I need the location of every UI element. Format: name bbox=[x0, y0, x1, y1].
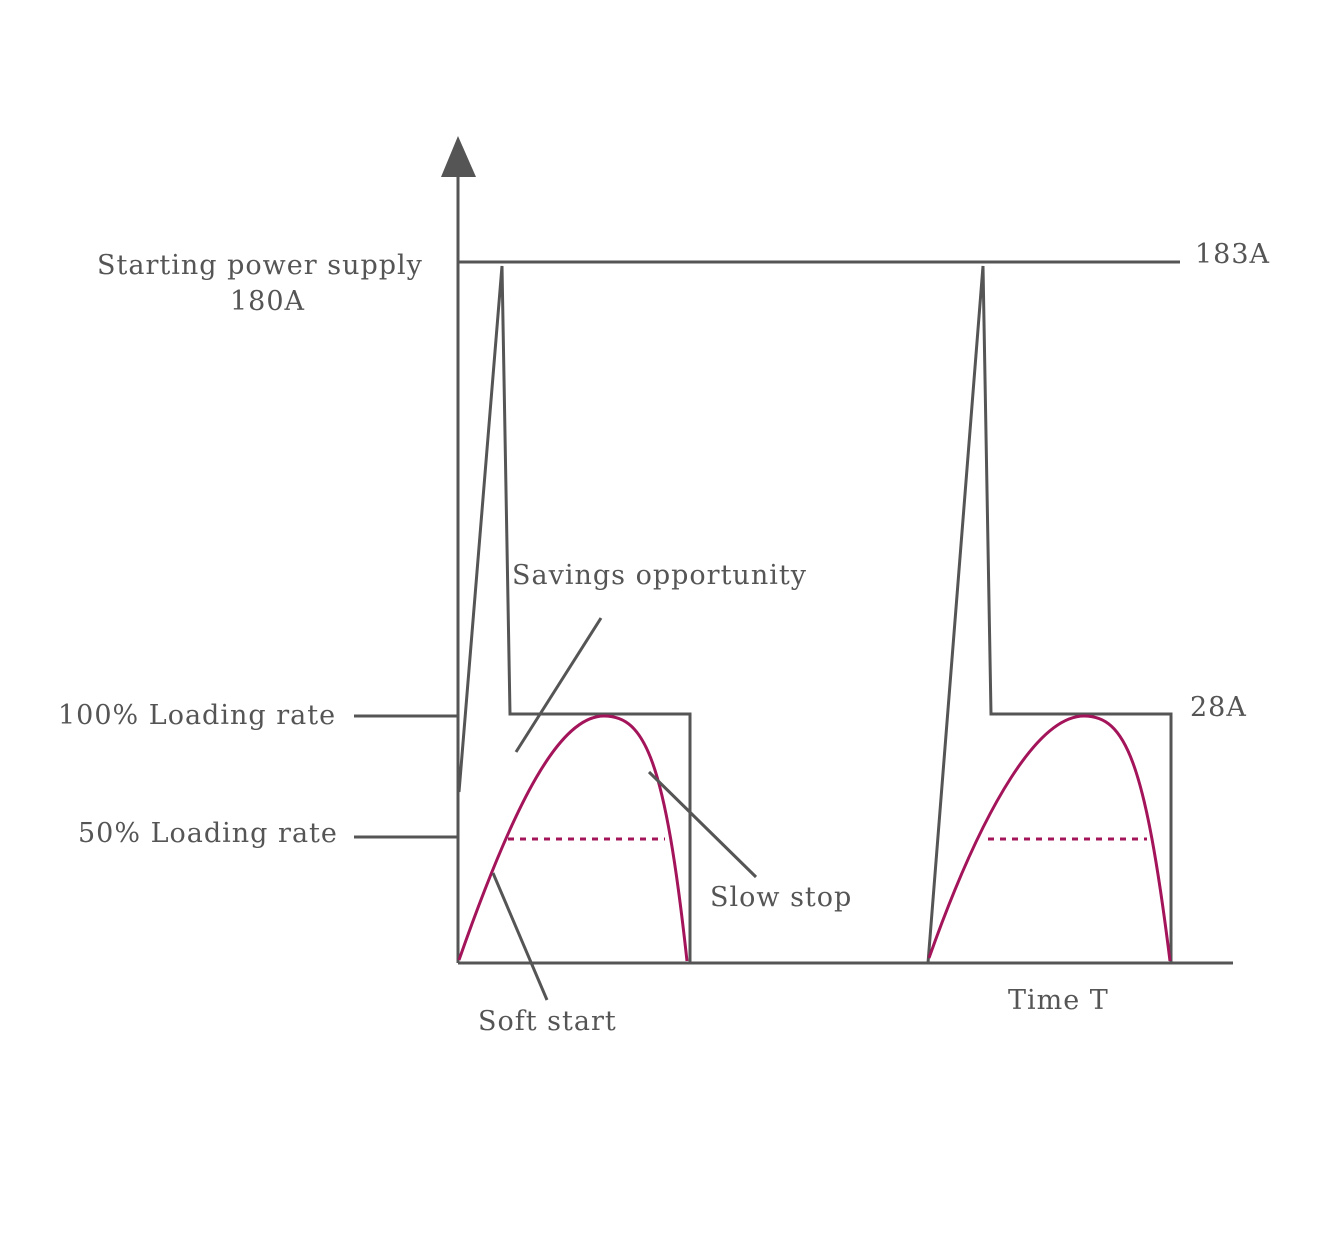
slow-stop-label: Slow stop bbox=[710, 882, 852, 913]
soft-start-leader bbox=[491, 872, 549, 1001]
rated-value-label: 28A bbox=[1190, 692, 1247, 723]
starting-power-label-line1: Starting power supply bbox=[97, 250, 423, 281]
slow-stop-leader bbox=[647, 770, 758, 879]
time-axis-label: Time T bbox=[1008, 985, 1109, 1016]
load-100-label: 100% Loading rate bbox=[58, 700, 336, 731]
soft-start-curve-1 bbox=[457, 714, 689, 962]
load-50-label: 50% Loading rate bbox=[78, 818, 338, 849]
peak-value-label: 183A bbox=[1195, 239, 1270, 270]
soft-start-label: Soft start bbox=[478, 1006, 617, 1037]
starting-power-label-line2: 180A bbox=[230, 286, 305, 317]
y-axis-arrowhead bbox=[441, 136, 476, 177]
direct-start-profile-2 bbox=[926, 265, 1173, 964]
soft-start-curve-2 bbox=[927, 714, 1172, 962]
savings-label: Savings opportunity bbox=[512, 560, 807, 591]
direct-start-profile-1 bbox=[457, 265, 692, 963]
savings-leader bbox=[514, 617, 603, 753]
